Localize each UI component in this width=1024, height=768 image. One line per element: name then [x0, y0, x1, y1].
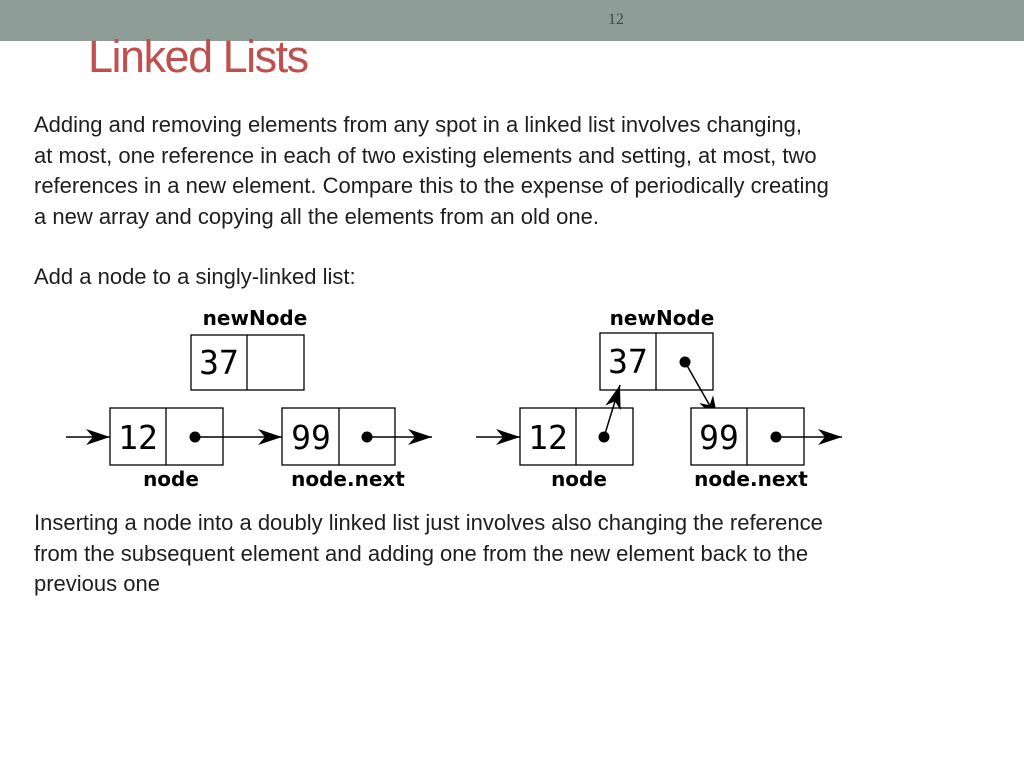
slide-number: 12: [608, 11, 624, 28]
paragraph-line: Inserting a node into a doubly linked li…: [34, 510, 823, 535]
diagram-before: newNode 37 12 node 99 node.next: [66, 306, 432, 491]
new-node-label: newNode: [610, 306, 715, 330]
paragraph-line: a new array and copying all the elements…: [34, 203, 599, 229]
paragraph-line: from the subsequent element and adding o…: [34, 540, 809, 566]
node-next-arrow: [603, 384, 621, 438]
new-node-box: 37: [599, 332, 714, 391]
new-node-label: newNode: [203, 306, 308, 330]
node-value: 12: [118, 418, 158, 457]
new-node-value: 37: [608, 342, 648, 381]
next-node-value: 99: [291, 418, 331, 457]
header-bar: [0, 0, 1024, 41]
paragraph-line: Adding and removing elements from any sp…: [34, 112, 802, 137]
new-node-box: 37: [190, 334, 305, 391]
node-value: 12: [528, 418, 568, 457]
diagram-after: newNode 37 12 node 99 node.next: [476, 306, 842, 491]
slide-title: Linked Lists: [88, 31, 309, 82]
paragraph-doubly-linked: Inserting a node into a doubly linked li…: [34, 508, 994, 600]
paragraph-add-node: Add a node to a singly-linked list:: [34, 264, 356, 289]
next-node-label: node.next: [694, 467, 808, 491]
paragraph-intro: Adding and removing elements from any sp…: [34, 110, 994, 232]
node-label: node: [143, 467, 199, 491]
node-box: 12: [519, 407, 634, 466]
next-node-value: 99: [699, 418, 739, 457]
node-label: node: [551, 467, 607, 491]
new-node-value: 37: [199, 343, 239, 382]
next-node-label: node.next: [291, 467, 405, 491]
paragraph-line: at most, one reference in each of two ex…: [34, 142, 817, 168]
paragraph-line: previous one: [34, 571, 160, 596]
paragraph-line: references in a new element. Compare thi…: [34, 173, 829, 198]
next-node-box: 99: [281, 407, 396, 466]
